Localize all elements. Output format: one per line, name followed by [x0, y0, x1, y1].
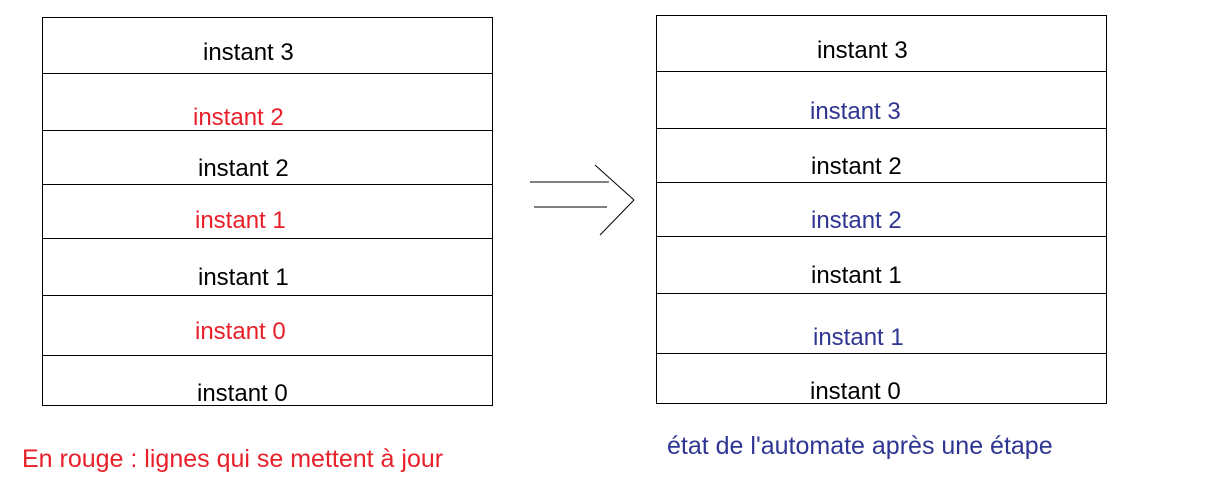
- right-row-1-label: instant 3: [817, 37, 908, 64]
- left-row-6-label: instant 0: [195, 318, 286, 345]
- right-row-2-label: instant 3: [810, 98, 901, 125]
- right-row-3: instant 2: [657, 128, 1106, 182]
- left-row-2-label: instant 2: [193, 104, 284, 131]
- left-caption: En rouge : lignes qui se mettent à jour: [22, 445, 444, 473]
- left-row-4: instant 1: [43, 184, 492, 238]
- right-row-2: instant 3: [657, 71, 1106, 128]
- right-row-5-label: instant 1: [811, 262, 902, 289]
- double-arrow-right-icon: [530, 164, 635, 236]
- left-table: instant 3 instant 2 instant 2 instant 1 …: [42, 17, 493, 406]
- left-row-4-label: instant 1: [195, 207, 286, 234]
- right-table: instant 3 instant 3 instant 2 instant 2 …: [656, 15, 1107, 404]
- left-row-5: instant 1: [43, 238, 492, 295]
- right-row-3-label: instant 2: [811, 153, 902, 180]
- left-row-7-label: instant 0: [197, 380, 288, 407]
- right-row-7: instant 0: [657, 353, 1106, 405]
- left-row-6: instant 0: [43, 295, 492, 355]
- left-row-3: instant 2: [43, 130, 492, 184]
- right-row-6: instant 1: [657, 293, 1106, 353]
- right-row-7-label: instant 0: [810, 378, 901, 405]
- right-row-1: instant 3: [657, 16, 1106, 71]
- left-row-5-label: instant 1: [198, 264, 289, 291]
- left-row-7: instant 0: [43, 355, 492, 407]
- right-caption: état de l'automate après une étape: [667, 432, 1053, 460]
- right-row-6-label: instant 1: [813, 324, 904, 351]
- left-row-3-label: instant 2: [198, 155, 289, 182]
- right-row-4-label: instant 2: [811, 207, 902, 234]
- right-row-5: instant 1: [657, 236, 1106, 293]
- left-row-1-label: instant 3: [203, 39, 294, 66]
- right-row-4: instant 2: [657, 182, 1106, 236]
- left-row-2: instant 2: [43, 73, 492, 130]
- left-row-1: instant 3: [43, 18, 492, 73]
